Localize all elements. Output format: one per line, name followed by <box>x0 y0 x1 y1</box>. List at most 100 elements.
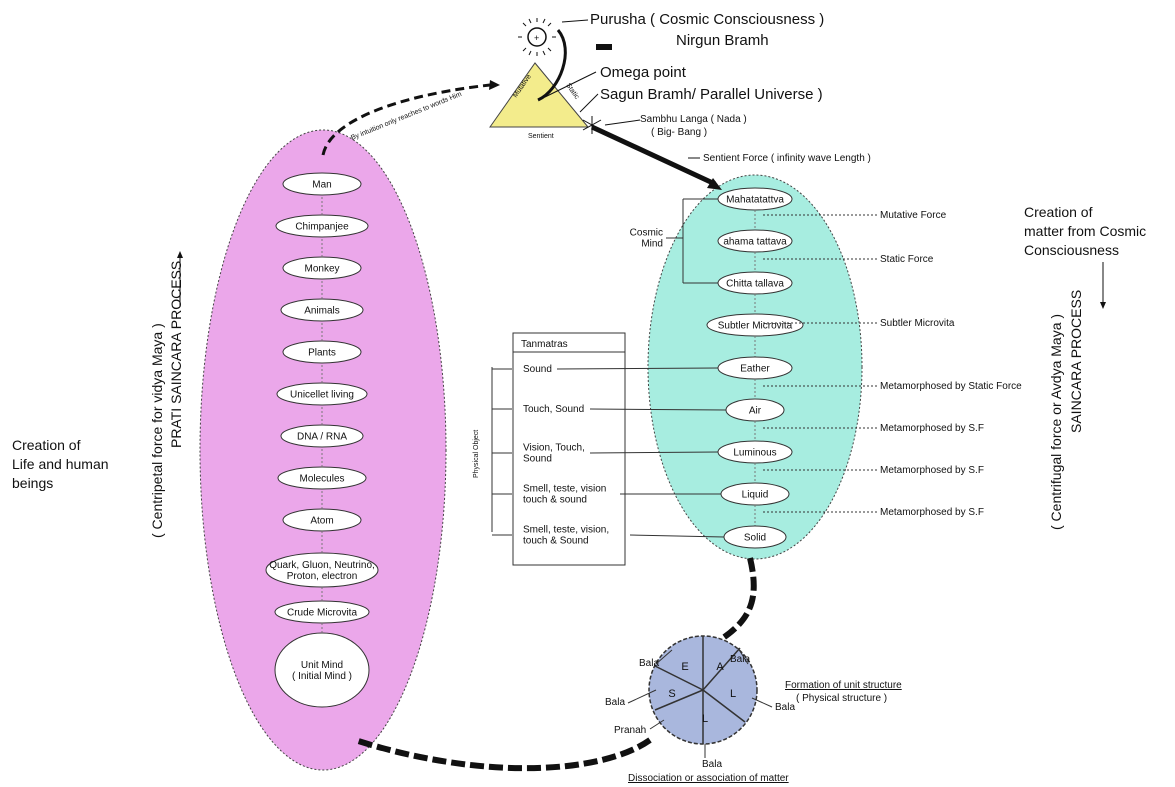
matter-node-label: Chitta tallava <box>726 279 784 290</box>
physical-object-label: Physical Object <box>473 430 480 478</box>
bigbang-star-icon <box>582 116 602 134</box>
life-node-label: DNA / RNA <box>297 432 347 443</box>
sentient-arrowhead <box>707 178 722 190</box>
minus-bar <box>596 44 612 50</box>
pranah-label: Pranah <box>614 725 646 736</box>
purusha-curve <box>537 29 567 102</box>
bala-label: Bala <box>639 658 659 669</box>
matter-node-label: Luminous <box>733 448 776 459</box>
bala-label: Bala <box>775 702 795 713</box>
sagun-label: Sagun Bramh/ Parallel Universe ) <box>600 86 823 103</box>
life-node-label: Monkey <box>304 264 339 275</box>
sector-label: A <box>716 661 724 673</box>
life-node-label: Plants <box>308 348 336 359</box>
formation-label: Formation of unit structure <box>785 680 902 691</box>
matter-node-label: Eather <box>740 364 770 375</box>
purusha-pointer <box>561 19 589 23</box>
purusha-label: Purusha ( Cosmic Consciousness ) <box>590 11 824 28</box>
tanmatras-row: Vision, Touch,Sound <box>523 443 585 465</box>
tanmatras-header: Tanmatras <box>521 339 568 350</box>
life-node-label: Chimpanjee <box>295 222 349 233</box>
matter-node-label: Air <box>749 406 762 417</box>
life-creation-line-1: Creation of <box>12 437 81 453</box>
life-node-label: Quark, Gluon, Neutrino,Proton, electron <box>269 560 375 582</box>
tanmatras-connector <box>589 451 719 454</box>
matter-node-label: Subtler Microvita <box>718 321 793 332</box>
sector-label: S <box>668 688 675 700</box>
tanmatras-connector <box>629 534 725 538</box>
nirgun-label: Nirgun Bramh <box>676 32 769 49</box>
sambhu-label: Sambhu Langa ( Nada ) <box>640 114 747 125</box>
bala-label: Bala <box>605 697 625 708</box>
omega-label: Omega point <box>600 64 687 81</box>
intuition-path <box>321 83 491 156</box>
sector-label-group: E A S L L <box>668 661 736 725</box>
down-arrowhead <box>1100 302 1106 309</box>
force-label: Metamorphosed by Static Force <box>880 381 1022 392</box>
sector-label: L <box>730 688 736 700</box>
bala-pointer <box>751 697 773 708</box>
matter-creation-line-2: matter from Cosmic <box>1024 223 1146 239</box>
force-label: Metamorphosed by S.F <box>880 507 984 518</box>
prati-saincara-label: PRATI SAINCARA PROCESS <box>168 261 184 448</box>
triangle-right-label: Static <box>564 82 580 101</box>
life-node <box>282 172 362 196</box>
centripetal-label: ( Centripetal force for vidya Maya ) <box>149 323 165 538</box>
sentient-line <box>590 124 717 187</box>
omega-pointer <box>544 71 597 98</box>
life-creation-line-2: Life and human <box>12 456 109 472</box>
sentient-force-label: Sentient Force ( infinity wave Length ) <box>703 153 871 164</box>
physical-structure-label: ( Physical structure ) <box>796 693 887 704</box>
bala-label: Bala <box>730 654 750 665</box>
saincara-label: SAINCARA PROCESS <box>1068 290 1084 433</box>
purusha-sun-icon <box>518 18 556 56</box>
force-label: Metamorphosed by S.F <box>880 423 984 434</box>
tanmatras-box <box>512 332 626 566</box>
sector-label: E <box>681 661 688 673</box>
life-node-label: Molecules <box>299 474 344 485</box>
intuition-label: By intuition only reaches to words Him <box>350 91 463 142</box>
pink-node-group: ManChimpanjeeMonkeyAnimalsPlantsUnicelle… <box>265 172 379 708</box>
guna-triangle <box>489 62 590 128</box>
matter-node-label: Solid <box>744 533 766 544</box>
sector-label: L <box>702 713 708 725</box>
bala-pointer <box>655 649 673 665</box>
bala-label: Bala <box>702 759 722 770</box>
intuition-arrowhead <box>489 80 500 90</box>
sambhu-pointer <box>604 119 641 126</box>
tanmatras-connector <box>556 367 719 370</box>
matter-creation-line-3: Consciousness <box>1024 242 1119 258</box>
matter-node-label: Mahatatattva <box>726 195 784 206</box>
unit-structure <box>648 635 758 745</box>
pranah-pointer <box>649 719 665 730</box>
matter-node-label: Liquid <box>742 490 769 501</box>
bala-pointer <box>627 689 657 704</box>
life-node-label: Crude Microvita <box>287 608 357 619</box>
life-node-label: Unicellet living <box>290 390 354 401</box>
force-label: Mutative Force <box>880 210 947 221</box>
dissociation-label: Dissociation or association of matter <box>628 773 789 784</box>
bigbang-label: ( Big- Bang ) <box>651 127 707 138</box>
tanmatras-row: Sound <box>523 364 552 375</box>
centrifugal-label: ( Centrifugal force or Avdya Maya ) <box>1048 314 1064 530</box>
life-node-label: Animals <box>304 306 340 317</box>
bala-pointer <box>737 647 749 665</box>
matter-creation-line-1: Creation of <box>1024 204 1093 220</box>
life-ellipse <box>199 129 447 771</box>
life-node-label: Man <box>312 180 331 191</box>
life-node-label: Unit Mind( Initial Mind ) <box>292 660 352 682</box>
force-label: Subtler Microvita <box>880 318 955 329</box>
force-label: Static Force <box>880 254 934 265</box>
unit-to-mind-path <box>354 737 652 772</box>
solid-to-unit-path <box>718 557 757 643</box>
triangle-bottom-label: Sentient <box>528 133 554 140</box>
sagun-pointer <box>579 93 599 113</box>
tanmatras-row: Smell, teste, vision,touch & Sound <box>523 525 609 547</box>
